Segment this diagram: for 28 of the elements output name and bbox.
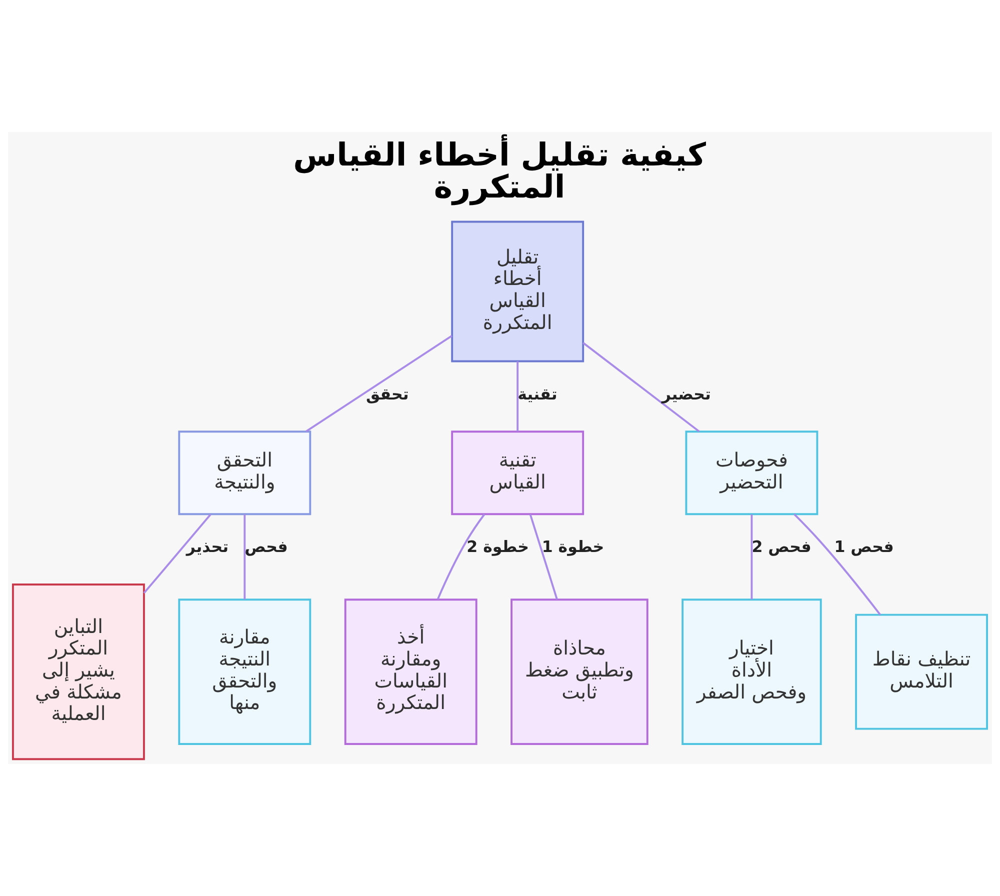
connector xyxy=(436,514,486,600)
edge-label: تقنية xyxy=(518,384,558,404)
edge-label: تحذير xyxy=(186,537,229,556)
connector xyxy=(516,361,519,432)
connector xyxy=(529,514,558,600)
node-box: فحوصات التحضير xyxy=(685,430,818,516)
connector xyxy=(582,342,700,432)
node-box: محاذاة وتطبيق ضغط ثابت xyxy=(510,598,648,745)
connector xyxy=(244,514,246,600)
node-box: أخذ ومقارنة القياسات المتكررة xyxy=(344,598,478,745)
edge-label: تحضير xyxy=(662,384,711,404)
edge-label: تحقق xyxy=(366,384,409,404)
connector xyxy=(794,514,881,616)
connector xyxy=(306,335,452,432)
node-box: تقنية القياس xyxy=(451,430,584,516)
node-box: مقارنة النتيجة والتحقق منها xyxy=(178,598,312,745)
node-box: اختيار الأداة وفحص الصفر xyxy=(682,598,822,745)
node-box: تنظيف نقاط التلامس xyxy=(855,614,988,730)
edge-label: فحص 1 xyxy=(834,537,894,556)
connector xyxy=(143,514,212,594)
node-box: التحقق والنتيجة xyxy=(178,430,312,516)
edge-label: فحص 2 xyxy=(752,537,812,556)
edge-label: خطوة 2 xyxy=(466,537,529,556)
node-box: تقليل أخطاء القياس المتكررة xyxy=(451,220,584,362)
connector xyxy=(750,514,753,600)
node-box: التباين المتكرر يشير إلى مشكلة في العملية xyxy=(12,584,145,760)
edge-label: فحص xyxy=(244,537,288,556)
edge-label: خطوة 1 xyxy=(542,537,604,556)
